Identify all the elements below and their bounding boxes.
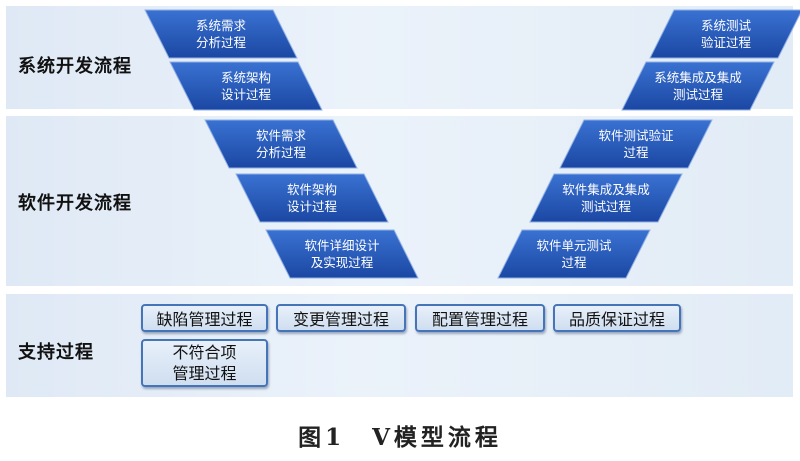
right-step-3-line-2: 过程: [623, 145, 649, 160]
left-branch: 系统需求分析过程系统架构设计过程软件需求分析过程软件架构设计过程软件详细设计及实…: [144, 9, 419, 279]
configuration-management-process: 配置管理过程: [415, 304, 545, 332]
nonconformance-line-2: 管理过程: [172, 364, 237, 383]
left-step-2-shape: [169, 61, 323, 111]
left-step-2-line-1: 系统架构: [221, 70, 271, 85]
defect-management-process: 缺陷管理过程: [141, 304, 268, 332]
right-step-3-shape: [559, 119, 713, 169]
quality-assurance-process: 品质保证过程: [553, 304, 681, 332]
software-development-label: 软件开发流程: [18, 193, 132, 214]
left-step-1-line-1: 系统需求: [196, 18, 247, 33]
v-model-diagram: 系统需求分析过程系统架构设计过程软件需求分析过程软件架构设计过程软件详细设计及实…: [144, 9, 800, 279]
right-step-2-line-1: 系统集成及集成: [654, 70, 742, 85]
left-step-2-line-2: 设计过程: [221, 87, 272, 102]
change-management-process: 变更管理过程: [276, 304, 406, 332]
system-development-label: 系统开发流程: [18, 56, 132, 77]
nonconformance-line-1: 不符合项: [172, 343, 237, 362]
left-step-5-line-2: 及实现过程: [311, 255, 374, 270]
right-branch: 系统测试验证过程系统集成及集成测试过程软件测试验证过程软件集成及集成测试过程软件…: [497, 9, 800, 279]
right-step-1-shape: [649, 9, 800, 59]
left-step-1-line-2: 分析过程: [196, 35, 247, 50]
right-step-5-line-1: 软件单元测试: [536, 238, 612, 253]
support-process-label: 支持过程: [18, 342, 94, 363]
left-step-1-shape: [144, 9, 298, 59]
left-step-4-shape: [235, 173, 389, 223]
left-step-4-line-1: 软件架构: [287, 182, 337, 197]
left-step-5-line-1: 软件详细设计: [304, 238, 379, 253]
left-step-3-line-1: 软件需求: [256, 128, 307, 143]
left-step-3-line-2: 分析过程: [256, 145, 307, 160]
right-step-2-shape: [621, 61, 775, 111]
right-step-1-line-2: 验证过程: [701, 35, 752, 50]
nonconformance-management-process: 不符合项 管理过程: [141, 339, 268, 387]
left-step-4-line-2: 设计过程: [287, 199, 338, 214]
right-step-1-line-1: 系统测试: [701, 18, 752, 33]
right-step-3-line-1: 软件测试验证: [598, 128, 674, 143]
right-step-4-shape: [529, 173, 683, 223]
figure-caption: 图1 V模型流程: [298, 424, 502, 451]
left-step-3-shape: [204, 119, 358, 169]
right-step-4-line-1: 软件集成及集成: [562, 182, 650, 197]
right-step-4-line-2: 测试过程: [581, 199, 632, 214]
right-step-5-line-2: 过程: [561, 255, 587, 270]
right-step-5-shape: [497, 229, 651, 279]
left-step-5-shape: [265, 229, 419, 279]
right-step-2-line-2: 测试过程: [673, 87, 724, 102]
